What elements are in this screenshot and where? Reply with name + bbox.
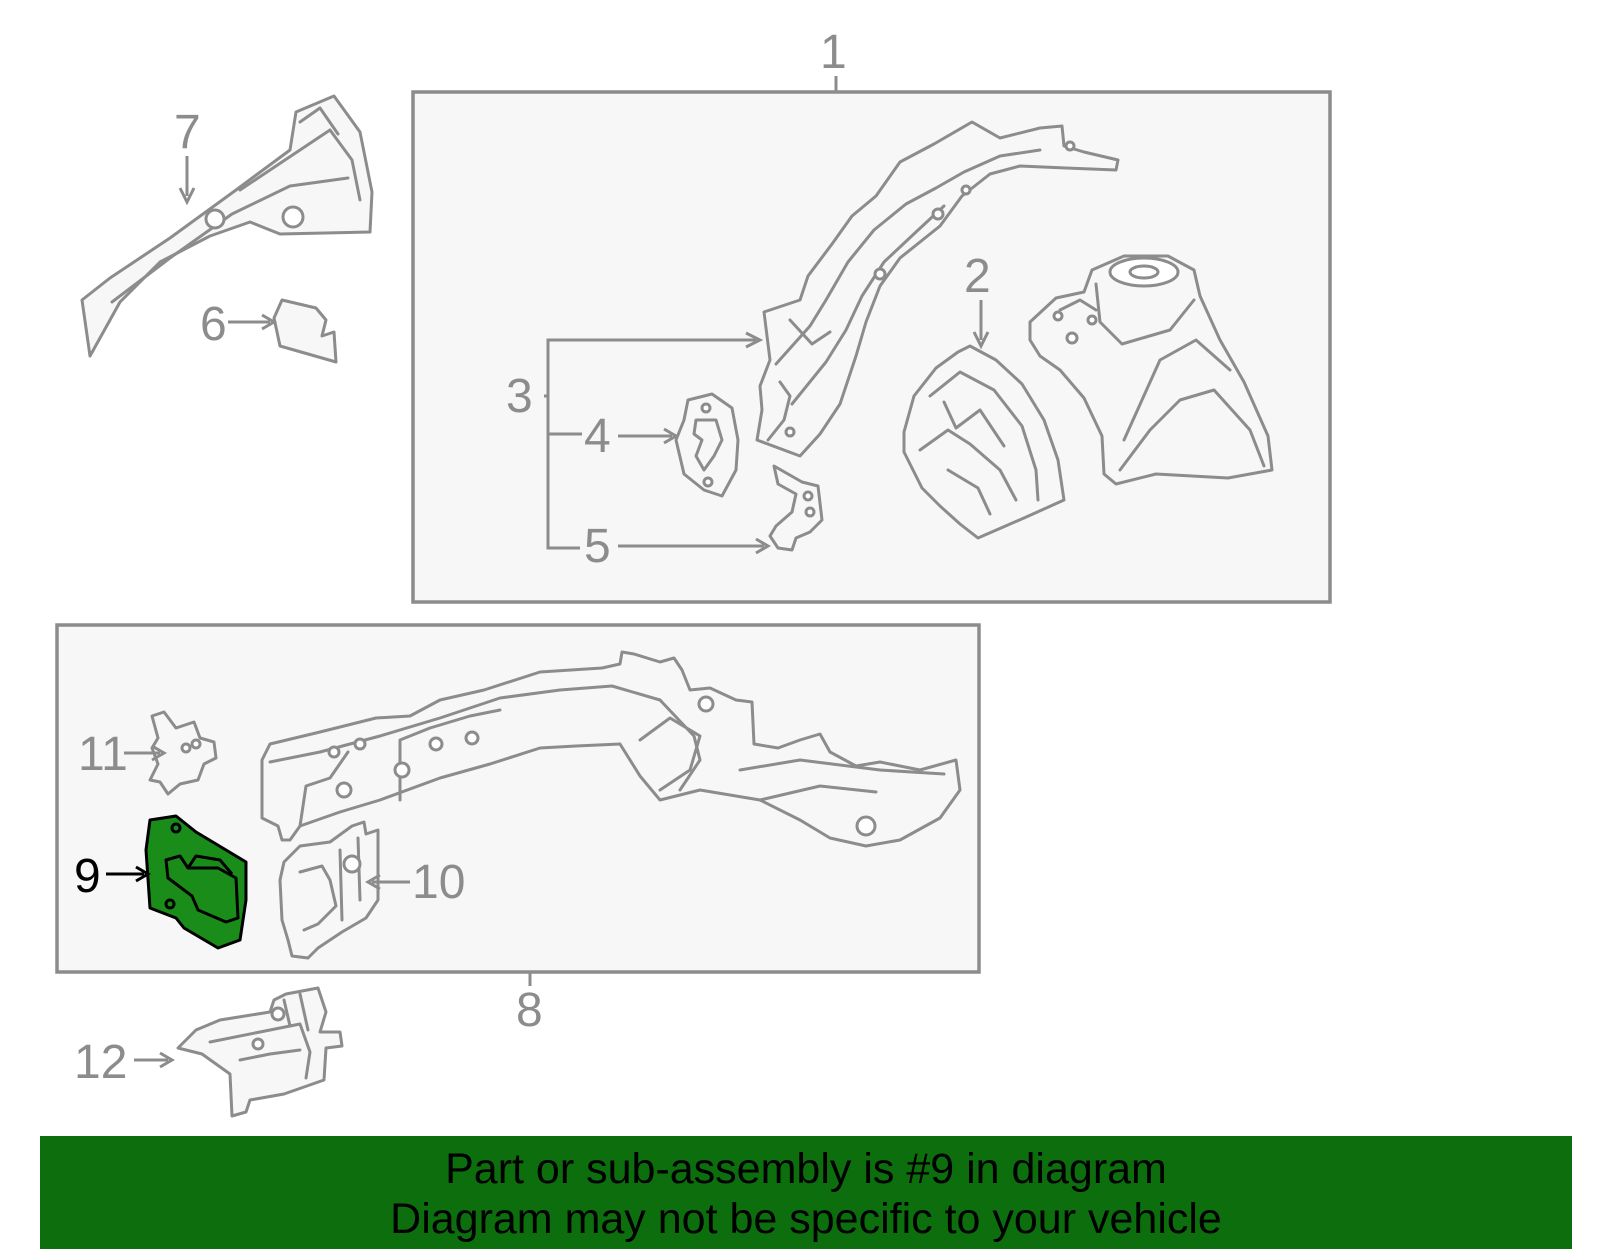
part-3[interactable]: 3 bbox=[506, 120, 1120, 550]
svg-text:5: 5 bbox=[584, 520, 611, 573]
svg-text:4: 4 bbox=[584, 410, 611, 463]
svg-text:11: 11 bbox=[78, 728, 128, 781]
banner-line-1: Part or sub-assembly is #9 in diagram bbox=[445, 1145, 1167, 1193]
svg-text:10: 10 bbox=[412, 856, 465, 909]
part-10[interactable]: 10 bbox=[278, 820, 465, 960]
svg-text:2: 2 bbox=[964, 250, 991, 303]
svg-text:7: 7 bbox=[174, 106, 201, 159]
part-9-highlighted[interactable]: 9 bbox=[74, 814, 248, 950]
part-11[interactable]: 11 bbox=[78, 710, 218, 796]
part-7[interactable]: 7 bbox=[80, 94, 374, 358]
svg-text:1: 1 bbox=[820, 26, 847, 79]
part-4[interactable]: 4 bbox=[584, 392, 740, 498]
info-banner: Part or sub-assembly is #9 in diagram Di… bbox=[40, 1136, 1572, 1249]
part-6[interactable]: 6 bbox=[200, 298, 338, 364]
svg-text:6: 6 bbox=[200, 298, 227, 351]
part-12[interactable]: 12 bbox=[74, 986, 344, 1118]
svg-text:9: 9 bbox=[74, 850, 101, 903]
svg-text:3: 3 bbox=[506, 370, 533, 423]
banner-line-2: Diagram may not be specific to your vehi… bbox=[390, 1195, 1222, 1243]
svg-text:12: 12 bbox=[74, 1036, 127, 1089]
part-5[interactable]: 5 bbox=[584, 464, 824, 573]
part-8[interactable]: 8 bbox=[260, 650, 962, 1037]
part-2[interactable]: 2 bbox=[902, 250, 1066, 540]
part-2-housing[interactable] bbox=[1028, 254, 1274, 486]
svg-text:8: 8 bbox=[516, 984, 543, 1037]
callout-1[interactable]: 1 bbox=[820, 26, 847, 92]
